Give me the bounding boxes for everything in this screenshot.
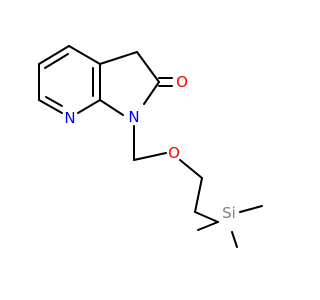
bond-ch2-carbonyl-c bbox=[136, 51, 160, 83]
bond-ch2-si bbox=[194, 211, 219, 223]
bond-n-c7a bbox=[99, 99, 124, 116]
bond-si-methyl-left bbox=[197, 221, 219, 231]
bond-c4a-ch2 bbox=[99, 51, 138, 65]
bond-si-methyl-right bbox=[239, 205, 263, 213]
lactam-nitrogen-label: N bbox=[128, 108, 139, 126]
bond-pyridine-c5-c6 bbox=[38, 45, 70, 65]
bond-pyridine-c7-n-double bbox=[45, 96, 63, 107]
bond-pyridine-n-c7a bbox=[77, 99, 101, 114]
bond-si-methyl-down bbox=[231, 231, 238, 248]
bond-pyridine-c7-n bbox=[38, 99, 63, 114]
pyridine-nitrogen-label: N bbox=[64, 109, 75, 127]
silicon-label: Si bbox=[222, 204, 236, 222]
bond-ch2-ch2 bbox=[194, 177, 203, 213]
bond-ch2-o bbox=[133, 152, 167, 161]
bond-pyridine-c5-c6-double bbox=[44, 53, 69, 69]
bond-carbonyl-c-n bbox=[143, 81, 160, 105]
bond-pyridine-c4a-c5 bbox=[68, 45, 101, 65]
bond-o-ch2 bbox=[179, 159, 203, 179]
ether-oxygen-label: O bbox=[168, 144, 180, 162]
carbonyl-oxygen-label: O bbox=[176, 73, 188, 91]
molecule-structure: N N O O Si bbox=[38, 45, 263, 248]
